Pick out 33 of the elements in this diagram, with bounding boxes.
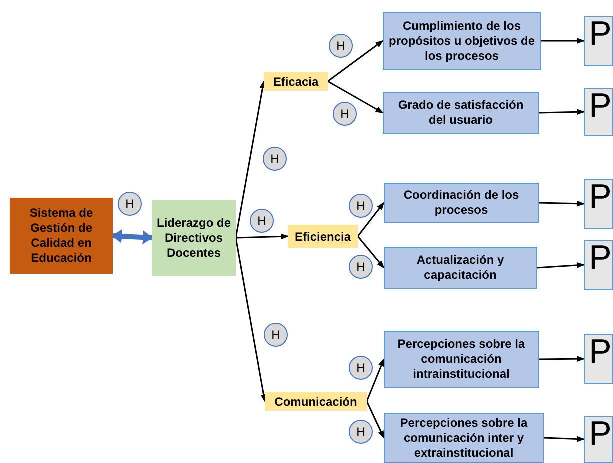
arrow bbox=[538, 109, 585, 116]
p-box: P bbox=[584, 334, 613, 384]
indicator-box: Percepciones sobre la comunicación inter y extrainstitucional bbox=[384, 413, 544, 463]
dimension-label-box: Comunicación bbox=[265, 392, 367, 411]
arrow bbox=[235, 80, 266, 238]
p-box: P bbox=[584, 240, 613, 290]
p-box: P bbox=[584, 179, 613, 229]
double-arrow bbox=[112, 229, 153, 245]
indicator-box: Coordinación de los procesos bbox=[384, 183, 539, 223]
arrow bbox=[357, 202, 385, 237]
arrow bbox=[357, 236, 385, 269]
arrow bbox=[541, 38, 585, 44]
p-box: P bbox=[584, 88, 613, 136]
dimension-label-box: Eficiencia bbox=[288, 225, 358, 248]
dimension-label-box: Eficacia bbox=[264, 72, 328, 91]
indicator-box: Cumplimiento de los propósitos u objetivos de los procesos bbox=[383, 12, 541, 70]
arrow bbox=[328, 80, 384, 114]
arrow bbox=[366, 401, 385, 439]
arrow bbox=[536, 262, 585, 269]
p-box: P bbox=[584, 16, 613, 66]
arrow bbox=[236, 234, 289, 240]
p-box: P bbox=[584, 416, 613, 463]
arrow bbox=[544, 436, 585, 442]
arrow bbox=[539, 356, 585, 362]
leader-box: Liderazgo de Directivos Docentes bbox=[152, 200, 236, 276]
indicator-box: Grado de satisfacción del usuario bbox=[383, 92, 539, 134]
arrow bbox=[538, 200, 585, 207]
arrow bbox=[366, 358, 385, 402]
arrow bbox=[328, 40, 384, 82]
arrow bbox=[235, 238, 267, 402]
indicator-box: Percepciones sobre la comunicación intrainstitucional bbox=[384, 331, 539, 388]
indicator-box: Actualización y capacitación bbox=[384, 247, 537, 289]
system-box: Sistema de Gestión de Calidad en Educación bbox=[10, 198, 113, 274]
